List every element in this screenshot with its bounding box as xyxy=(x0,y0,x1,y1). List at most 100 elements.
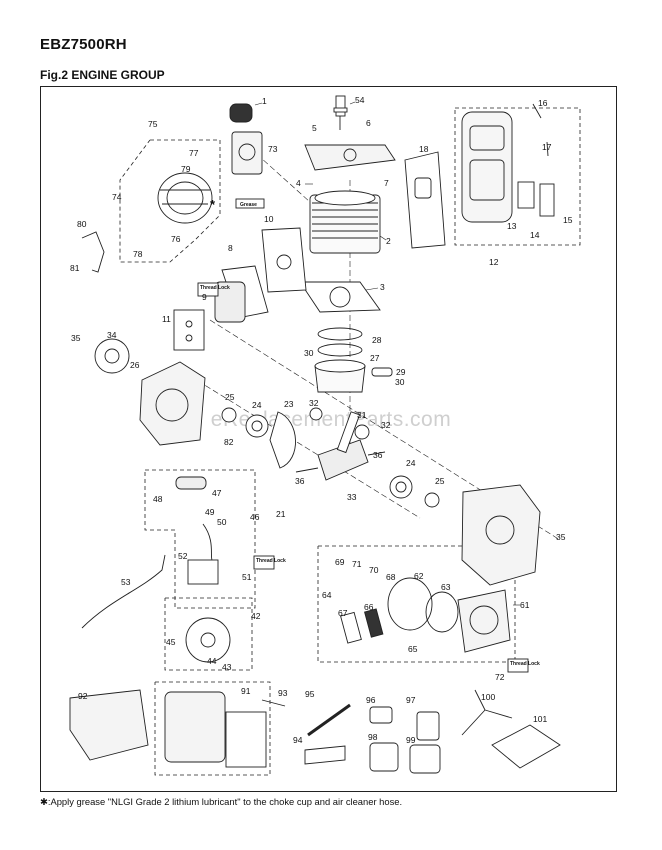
callout-67: 67 xyxy=(338,608,348,618)
callout-35b: 35 xyxy=(556,532,566,542)
callout-6: 6 xyxy=(366,118,371,128)
group-outline-12 xyxy=(454,107,581,246)
crankcase-left xyxy=(139,361,206,446)
callout-24b: 24 xyxy=(406,458,416,468)
callout-10: 10 xyxy=(264,214,274,224)
heat-insulator-18 xyxy=(404,151,446,249)
callout-101: 101 xyxy=(533,714,547,724)
piston-pin-29 xyxy=(371,367,393,377)
callout-30a: 30 xyxy=(304,348,314,358)
wiring-harness-53 xyxy=(81,554,166,629)
callout-45: 45 xyxy=(166,637,176,647)
callout-25a: 25 xyxy=(225,392,235,402)
callout-16: 16 xyxy=(538,98,548,108)
tool-96 xyxy=(369,706,393,724)
callout-81: 81 xyxy=(70,263,80,273)
callout-35a: 35 xyxy=(71,333,81,343)
callout-47: 47 xyxy=(212,488,222,498)
tool-98 xyxy=(369,742,399,772)
callout-12: 12 xyxy=(489,257,499,267)
thread-lock-label-1: Thread Lock xyxy=(200,285,230,291)
callout-54: 54 xyxy=(355,95,365,105)
piston-rings xyxy=(317,327,363,357)
callout-70: 70 xyxy=(369,565,379,575)
callout-23: 23 xyxy=(284,399,294,409)
callout-62: 62 xyxy=(414,571,424,581)
callout-66: 66 xyxy=(364,602,374,612)
callout-91: 91 xyxy=(241,686,251,696)
callout-25b: 25 xyxy=(435,476,445,486)
callout-18: 18 xyxy=(419,144,429,154)
callout-4: 4 xyxy=(296,178,301,188)
tool-93 xyxy=(261,699,286,707)
callout-96: 96 xyxy=(366,695,376,705)
callout-1: 1 xyxy=(262,96,267,106)
grease-tag: * Grease xyxy=(210,197,265,212)
callout-72: 72 xyxy=(495,672,505,682)
callout-11: 11 xyxy=(162,314,171,324)
callout-76: 76 xyxy=(171,234,181,244)
flywheel-42 xyxy=(185,617,231,663)
callout-30b: 30 xyxy=(395,377,405,387)
cylinder-gasket xyxy=(299,281,381,313)
callout-50: 50 xyxy=(217,517,227,527)
callout-80: 80 xyxy=(77,219,87,229)
callout-31: 31 xyxy=(357,410,367,420)
callout-71: 71 xyxy=(352,559,362,569)
callout-64: 64 xyxy=(322,590,332,600)
tool-97 xyxy=(416,711,440,741)
starter-pulley-34 xyxy=(94,338,130,374)
thread-lock-tag-2: Thread Lock xyxy=(253,555,286,570)
callout-24a: 24 xyxy=(252,400,262,410)
figure-title: Fig.2 ENGINE GROUP xyxy=(40,68,165,82)
callout-78: 78 xyxy=(133,249,143,259)
callout-2: 2 xyxy=(386,236,391,246)
group-outline-91 xyxy=(154,681,271,776)
leader-lines xyxy=(254,101,520,606)
callout-82: 82 xyxy=(224,437,234,447)
callout-43: 43 xyxy=(222,662,232,672)
group-outline-42 xyxy=(164,597,253,671)
spark-plug-cap-47 xyxy=(175,476,207,490)
muffler-12 xyxy=(461,103,555,223)
ignition-coil-50 xyxy=(187,523,219,585)
callout-97: 97 xyxy=(406,695,416,705)
callout-26: 26 xyxy=(130,360,140,370)
callout-28: 28 xyxy=(372,335,382,345)
callout-36b: 36 xyxy=(295,476,305,486)
callout-21: 21 xyxy=(276,509,286,519)
tool-95 xyxy=(307,703,351,737)
model-title: EBZ7500RH xyxy=(40,36,127,53)
callout-27: 27 xyxy=(370,353,380,363)
callout-65: 65 xyxy=(408,644,418,654)
callout-7: 7 xyxy=(384,178,389,188)
callout-32b: 32 xyxy=(381,420,391,430)
carburetor xyxy=(229,103,263,175)
group-outlines xyxy=(119,107,581,776)
recoil-starter-61 xyxy=(340,577,511,653)
thread-lock-tag-3: Thread Lock xyxy=(507,658,540,673)
callout-36a: 36 xyxy=(373,450,383,460)
crankshaft-33 xyxy=(295,411,386,481)
callout-3: 3 xyxy=(380,282,385,292)
callout-73: 73 xyxy=(268,144,278,154)
watermark: eReplacementParts.com xyxy=(210,408,452,431)
callout-48: 48 xyxy=(153,494,163,504)
bearings xyxy=(221,407,440,508)
gasket-23 xyxy=(269,411,296,469)
tool-100 xyxy=(461,689,513,736)
thread-lock-tag-1: Thread Lock xyxy=(197,282,230,297)
callout-15: 15 xyxy=(563,215,573,225)
engine-assembly-91 xyxy=(164,691,267,768)
callout-8: 8 xyxy=(228,243,233,253)
cylinder xyxy=(309,190,381,254)
callout-13: 13 xyxy=(507,221,517,231)
callout-98: 98 xyxy=(368,732,378,742)
callout-63: 63 xyxy=(441,582,451,592)
callout-79: 79 xyxy=(181,164,191,174)
diagram-frame xyxy=(40,86,617,792)
gasket-11 xyxy=(173,309,205,351)
callout-94: 94 xyxy=(293,735,303,745)
callout-61: 61 xyxy=(520,600,530,610)
callout-99: 99 xyxy=(406,735,416,745)
